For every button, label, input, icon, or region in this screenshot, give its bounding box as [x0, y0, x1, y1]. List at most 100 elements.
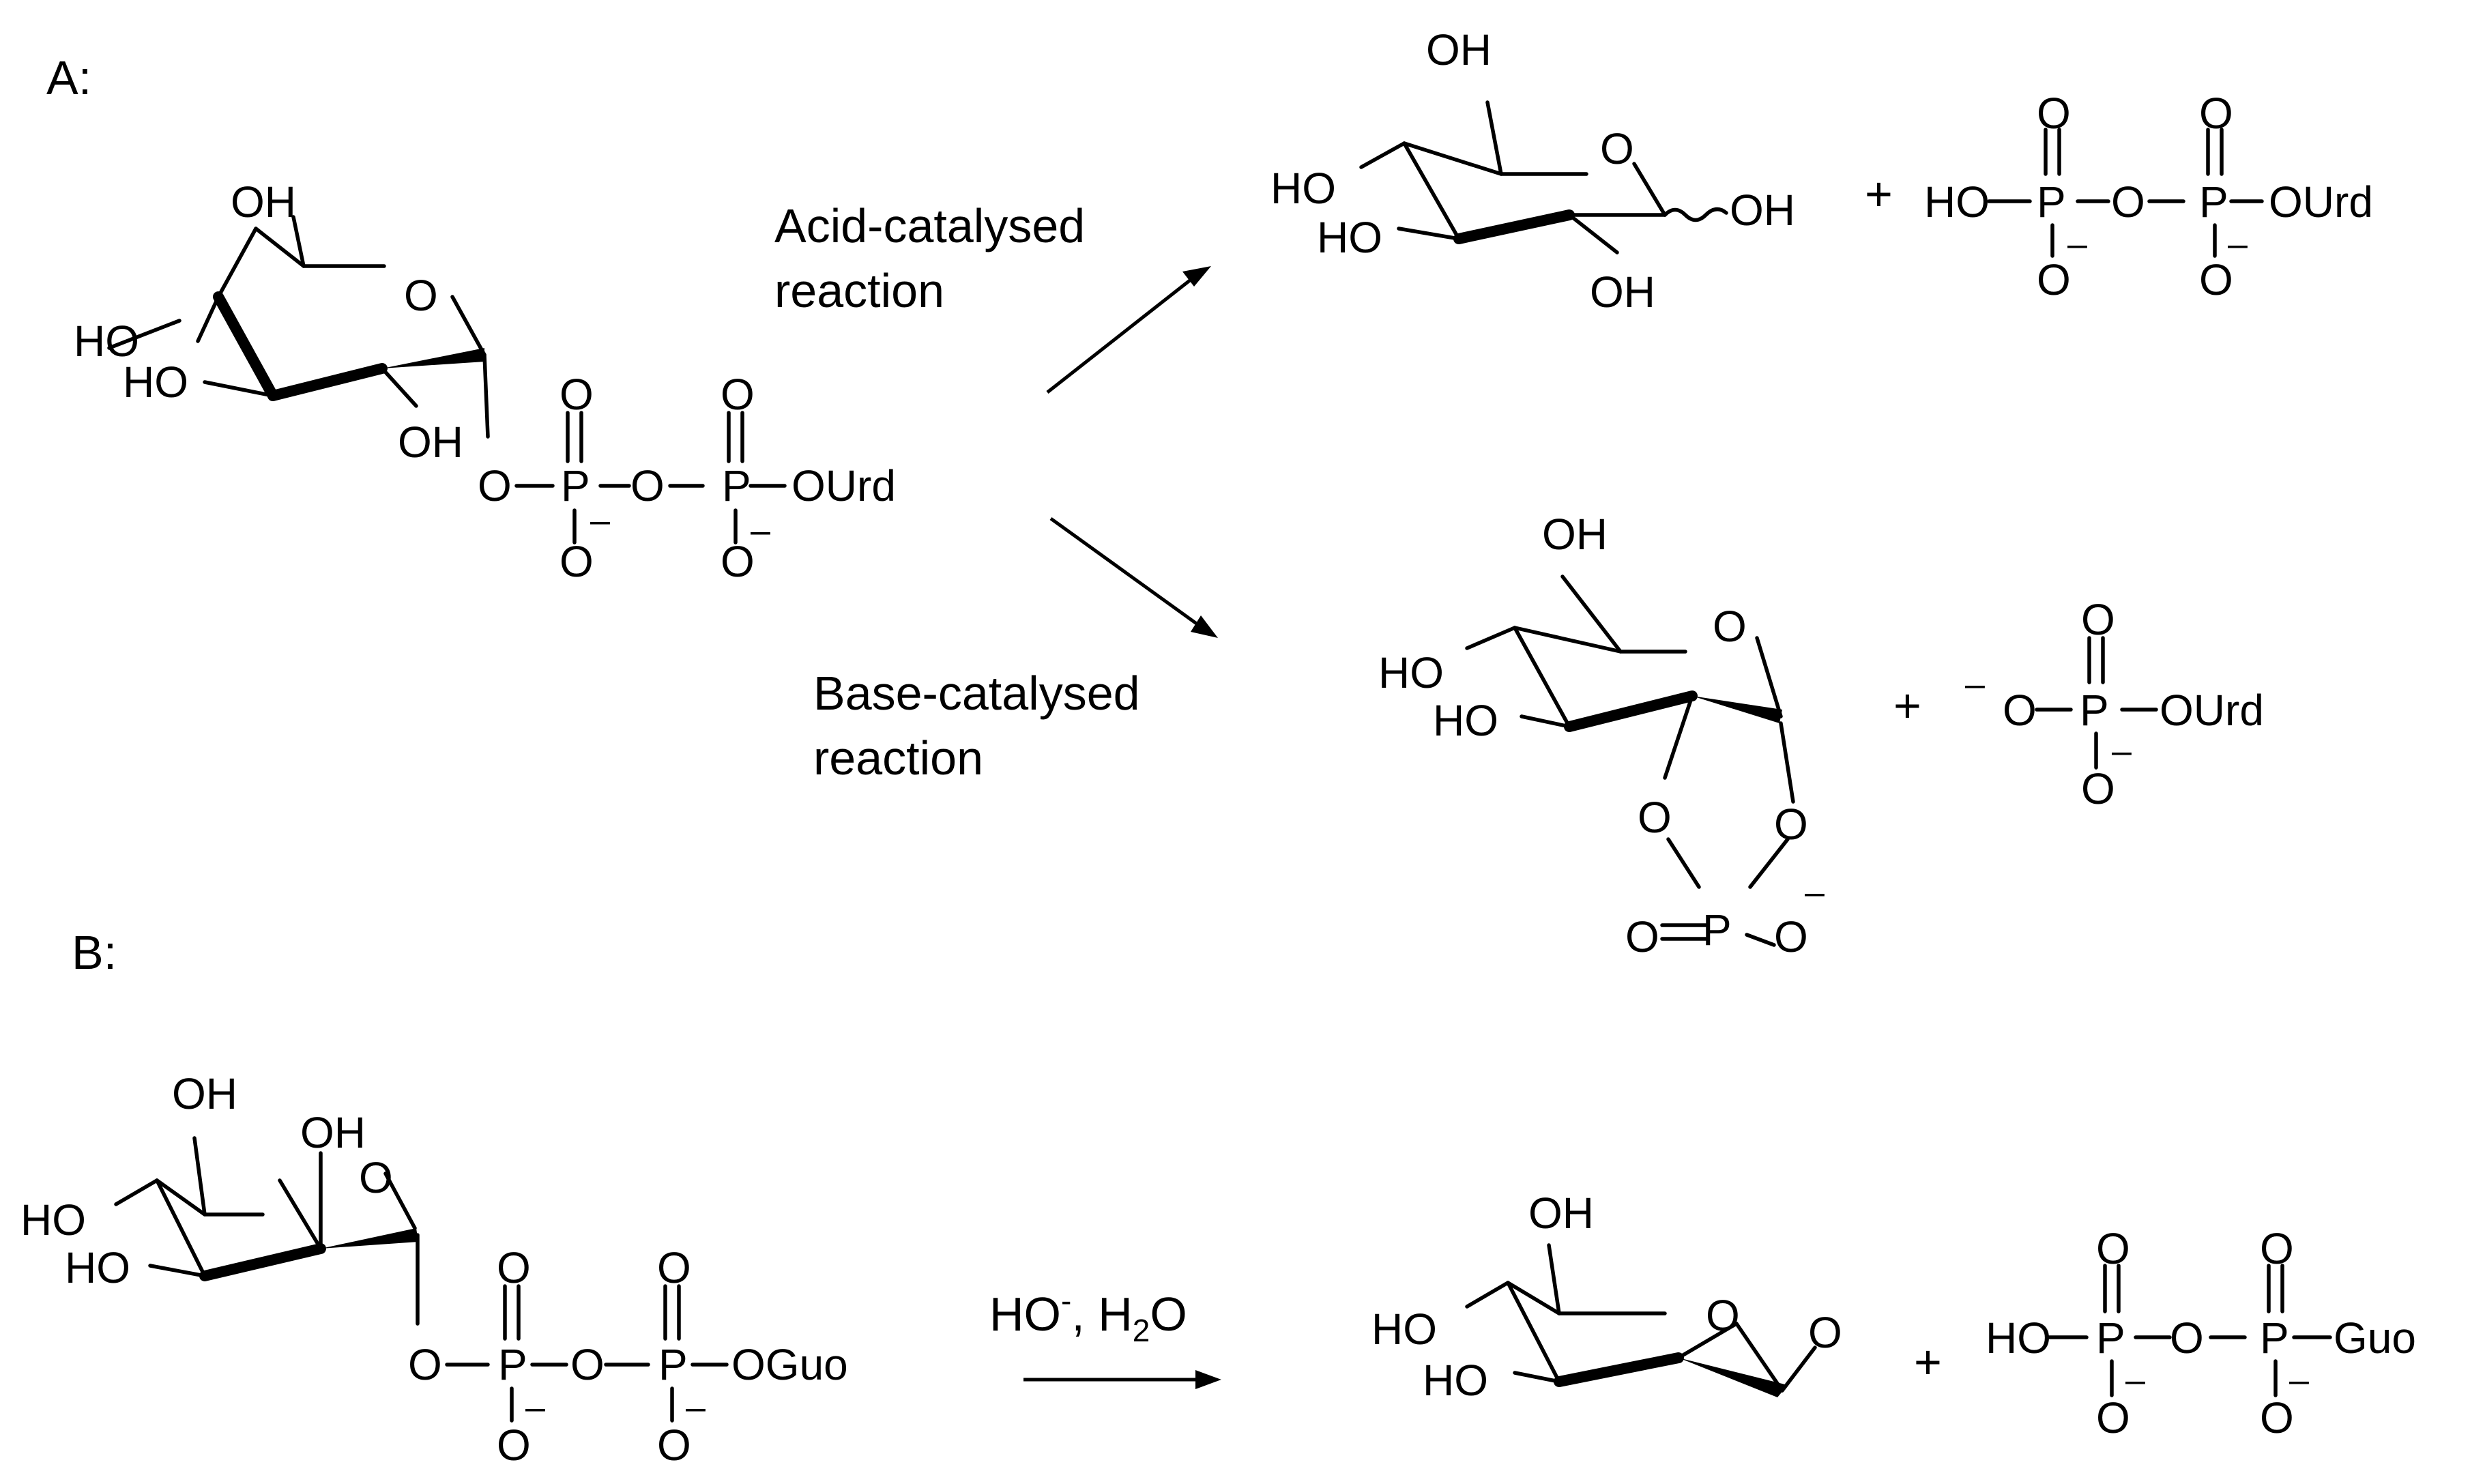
atom-o: O [2081, 595, 2115, 644]
atom-o: O [721, 370, 755, 419]
atom-o: O [497, 1243, 531, 1292]
atom-ho: HO [1378, 648, 1444, 697]
atom-o: O [560, 370, 594, 419]
atom-o: O [721, 537, 755, 586]
atom-p: P [2096, 1313, 2125, 1363]
atom-o: O [2199, 89, 2233, 138]
atom-o: O [2037, 255, 2071, 304]
udp-glucose-structure: OH HO HO OH O O P O P OUrd O O O O – – [74, 177, 896, 586]
atom-p: P [498, 1340, 527, 1389]
plus-sign: + [1865, 167, 1893, 220]
atom-ourd: OUrd [2269, 177, 2373, 227]
atom-ho: HO [20, 1195, 86, 1245]
atom-ho: HO [1270, 164, 1336, 213]
charge-minus: – [1965, 665, 1985, 704]
atom-ho: HO [1371, 1305, 1437, 1354]
charge-minus: – [2112, 731, 2132, 771]
atom-oh: OH [398, 418, 463, 467]
atom-o: O [2037, 89, 2071, 138]
atom-o: O [1625, 912, 1659, 961]
atom-o: O [2170, 1313, 2204, 1363]
atom-ho: HO [74, 317, 139, 366]
atom-ho: HO [1423, 1356, 1488, 1405]
ring-oxygen: O [1706, 1291, 1740, 1340]
atom-oh: OH [1542, 510, 1608, 559]
atom-p: P [2199, 177, 2228, 227]
atom-o: O [2003, 686, 2037, 735]
gdp-mannose-structure: OH OH HO HO O O P O P OGuo O O O O – – [20, 1069, 848, 1470]
panel-label-b: B: [72, 926, 117, 979]
atom-p: P [2260, 1313, 2289, 1363]
atom-o: O [2081, 764, 2115, 813]
atom-p: P [1702, 905, 1732, 955]
charge-minus: – [2228, 224, 2248, 264]
charge-minus: – [2125, 1361, 2145, 1400]
atom-ho: HO [1433, 696, 1498, 745]
plus-sign: + [1914, 1335, 1942, 1388]
atom-oh: OH [1590, 267, 1655, 317]
charge-minus: – [1805, 873, 1825, 912]
base-condition-b: HO-, H2O [989, 1283, 1187, 1348]
atom-oh: OH [172, 1069, 237, 1118]
ring-oxygen: O [359, 1153, 393, 1202]
charge-minus: – [590, 501, 610, 540]
atom-o: O [657, 1421, 691, 1470]
ring-oxygen: O [404, 271, 438, 320]
atom-ho: HO [123, 358, 188, 407]
acid-condition-line2: reaction [774, 264, 944, 317]
atom-p: P [2037, 177, 2066, 227]
acid-arrow [1046, 266, 1211, 394]
atom-ho: HO [65, 1243, 130, 1292]
reaction-arrow-b [1023, 1370, 1221, 1389]
atom-o: O [497, 1421, 531, 1470]
charge-minus: – [525, 1388, 545, 1427]
atom-ourd: OUrd [791, 461, 896, 510]
atom-o: O [1774, 912, 1808, 961]
atom-o: O [2096, 1224, 2130, 1273]
atom-o: O [478, 461, 512, 510]
atom-ho: HO [1317, 213, 1382, 262]
plus-sign: + [1893, 679, 1921, 732]
atom-oh: OH [1426, 25, 1492, 74]
atom-o: O [560, 537, 594, 586]
atom-o: O [1774, 800, 1808, 849]
atom-p: P [561, 461, 590, 510]
atom-ho: HO [1924, 177, 1990, 227]
atom-oguo: OGuo [731, 1340, 848, 1389]
atom-o: O [2096, 1393, 2130, 1442]
udp-product: HO P O P OUrd O O O O – – [1924, 89, 2373, 304]
charge-minus: – [2067, 224, 2087, 264]
gdp-product: HO P O P Guo O O O O – – [1986, 1224, 2416, 1442]
atom-o: O [570, 1340, 605, 1389]
epoxide-oxygen: O [1808, 1308, 1842, 1357]
atom-o: O [2111, 177, 2145, 227]
atom-oh: OH [1730, 186, 1795, 235]
atom-o: O [657, 1243, 691, 1292]
ring-oxygen: O [1600, 124, 1634, 173]
atom-o: O [1638, 793, 1672, 842]
base-condition-line1: Base-catalysed [813, 667, 1140, 720]
atom-p: P [722, 461, 751, 510]
atom-ourd: OUrd [2160, 686, 2264, 735]
atom-o: O [2199, 255, 2233, 304]
ring-oxygen: O [1713, 602, 1747, 651]
atom-guo: Guo [2334, 1313, 2416, 1363]
ump-product: – O P OUrd O O – [1965, 595, 2264, 813]
acid-condition-line1: Acid-catalysed [774, 199, 1085, 252]
atom-o: O [2260, 1224, 2294, 1273]
atom-oh: OH [300, 1108, 366, 1157]
base-arrow [1049, 517, 1218, 638]
atom-oh: OH [231, 177, 296, 227]
panel-label-a: A: [46, 51, 91, 104]
base-condition-line2: reaction [813, 731, 983, 785]
glucose-product: OH HO HO OH O OH [1270, 25, 1795, 317]
atom-ho: HO [1986, 1313, 2051, 1363]
atom-o: O [2260, 1393, 2294, 1442]
epoxide-product: OH HO HO O O [1371, 1189, 1842, 1405]
atom-p: P [658, 1340, 688, 1389]
charge-minus: – [751, 511, 770, 551]
cyclic-phosphate-product: OH HO HO O O O P O O – [1378, 510, 1825, 961]
atom-p: P [2080, 686, 2109, 735]
charge-minus: – [686, 1388, 706, 1427]
